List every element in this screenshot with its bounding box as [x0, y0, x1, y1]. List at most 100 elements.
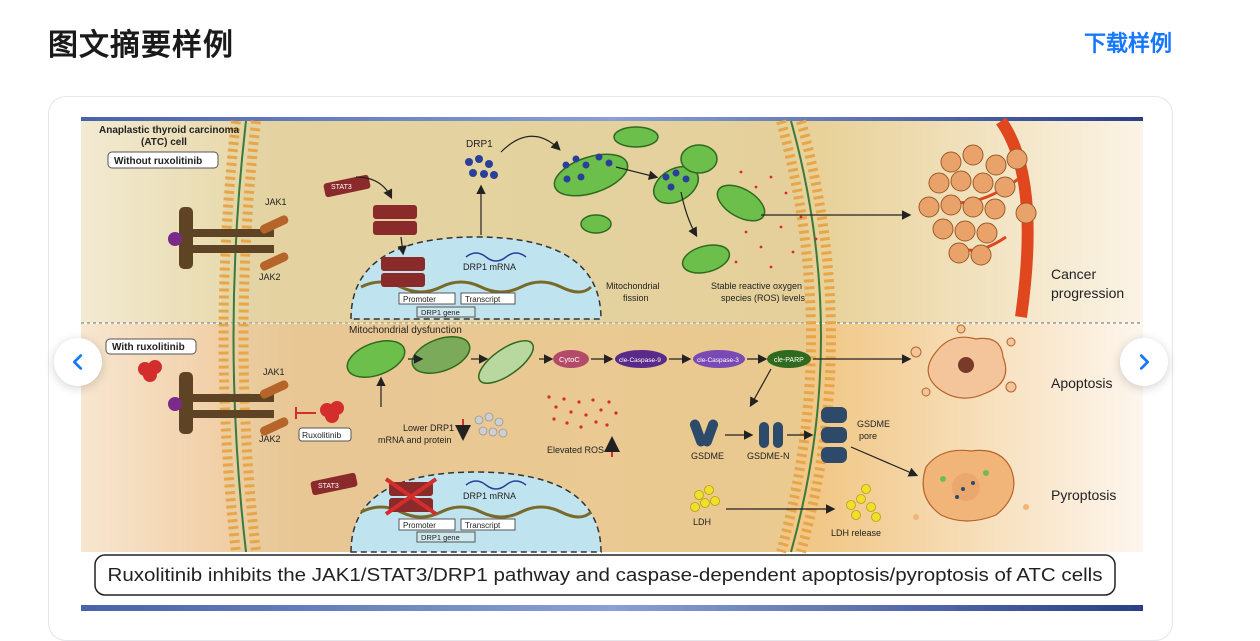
bottom-drp1-mrna-label: DRP1 mRNA [463, 491, 516, 501]
bottom-stat3-label: STAT3 [318, 483, 339, 490]
carousel-prev-button[interactable] [54, 338, 102, 386]
page-title: 图文摘要样例 [48, 28, 234, 63]
top-jak2-label: JAK2 [259, 272, 281, 282]
elevated-ros-label: Elevated ROS [547, 445, 604, 455]
bottom-promoter-box [398, 518, 456, 531]
top-arrow-stat3-nucleus [397, 236, 407, 256]
top-jak-receptor [168, 207, 289, 271]
cytoc-label: CytoC [559, 355, 580, 364]
bottom-mitochondria [346, 336, 535, 384]
chevron-right-icon [1139, 354, 1150, 370]
pyroptotic-cell [913, 449, 1029, 522]
gsdme-pore-line1: GSDME [857, 419, 890, 429]
top-transcript-label: Transcript [465, 295, 501, 304]
bottom-jak2-label: JAK2 [259, 434, 281, 444]
top-drp1-label: DRP1 [466, 139, 493, 150]
casp9-label: cle-Caspase-9 [619, 357, 661, 364]
top-arrow-fission [615, 166, 659, 180]
ldh-release-label: LDH release [831, 528, 881, 538]
cell-label-line1: Anaplastic thyroid carcinoma [99, 125, 239, 136]
right-cell-membrane [776, 119, 836, 554]
ruxolitinib-box [298, 427, 352, 442]
bottom-gene-label: DRP1 gene [421, 533, 460, 542]
top-fission-line1: Mitochondrial [606, 281, 660, 291]
top-stat3-nuclear-a [381, 257, 425, 271]
bottom-promoter-label: Promoter [403, 521, 436, 530]
figure-caption: Ruxolitinib inhibits the JAK1/STAT3/DRP1… [108, 565, 1103, 585]
cancer-progression-line1: Cancer [1051, 266, 1096, 282]
arrow-casp3-gsdme [749, 368, 772, 408]
graphical-abstract-figure: Anaplastic thyroid carcinoma (ATC) cell … [81, 117, 1143, 611]
without-ruxolitinib-box [107, 151, 219, 169]
top-gene-label: DRP1 gene [421, 308, 460, 317]
top-arrow-stat3-dimer [355, 176, 393, 200]
lower-drp1-line1: Lower DRP1 [403, 423, 454, 433]
lower-drp1-line2: mRNA and protein [378, 435, 452, 445]
top-promoter-label: Promoter [403, 295, 436, 304]
gsdme-n-label: GSDME-N [747, 451, 790, 461]
top-drp1-mrna-label: DRP1 mRNA [463, 262, 516, 272]
ruxolitinib-label: Ruxolitinib [302, 430, 341, 440]
left-cell-membrane [218, 120, 261, 553]
ruxolitinib-molecule-icon [138, 360, 162, 382]
elevated-ros-dots [547, 395, 618, 429]
top-gene-box [416, 306, 476, 318]
top-ros-line2: species (ROS) levels [721, 293, 806, 303]
with-ruxolitinib-box [105, 338, 197, 355]
without-ruxolitinib-label: Without ruxolitinib [114, 156, 202, 167]
mito-dysfunction-label: Mitochondrial dysfunction [349, 325, 462, 336]
gsdme-n-protein [759, 422, 783, 448]
apoptotic-cell [910, 324, 1017, 399]
top-stat3-label: STAT3 [331, 184, 352, 191]
carousel-next-button[interactable] [1120, 338, 1168, 386]
top-stat3-nuclear-b [381, 273, 425, 287]
sample-card: Anaplastic thyroid carcinoma (ATC) cell … [48, 96, 1173, 641]
top-fission-line2: fission [623, 293, 649, 303]
top-drp1-protein-cluster [465, 155, 498, 179]
top-stat3-monomer [323, 174, 371, 198]
blocked-cross-b [384, 477, 438, 516]
bottom-stat3-dimer-b [389, 498, 433, 512]
ldh-label: LDH [693, 517, 711, 527]
gsdme-label: GSDME [691, 451, 724, 461]
bottom-drp1-mrna-wave [465, 480, 527, 490]
bottom-transcript-box [460, 518, 516, 531]
gsdme-pore [821, 407, 847, 463]
parp-node [767, 350, 811, 368]
with-ruxolitinib-label: With ruxolitinib [112, 342, 185, 353]
bottom-jak1-label: JAK1 [263, 367, 285, 377]
top-jak1-label: JAK1 [265, 197, 287, 207]
cancer-progression-line2: progression [1051, 285, 1124, 301]
page-header: 图文摘要样例 下载样例 [0, 0, 1260, 80]
bottom-gene-box [416, 531, 476, 543]
ldh-released-molecules [846, 484, 881, 522]
top-drp1-mrna-wave [465, 252, 527, 262]
bottom-transcript-label: Transcript [465, 521, 501, 530]
casp9-node [615, 350, 667, 368]
top-drp1-on-mito [562, 153, 690, 191]
download-sample-link[interactable]: 下载样例 [1083, 32, 1172, 57]
top-transcript-box [460, 292, 516, 305]
faded-drp1-cluster [474, 412, 508, 438]
figure-top-bar [81, 117, 1143, 121]
chevron-left-icon [72, 354, 83, 370]
top-ros-line1: Stable reactive oxygen [711, 281, 802, 291]
arrow-pyroptosis [850, 446, 919, 477]
pyroptosis-label: Pyroptosis [1051, 487, 1116, 503]
gsdme-pore-line2: pore [859, 431, 877, 441]
caption-box [94, 554, 1116, 596]
ruxolitinib-bound-icon [320, 401, 344, 423]
tumor-cells [918, 144, 1037, 266]
cell-interior [221, 121, 811, 552]
top-ros-dots [734, 170, 818, 269]
bottom-jak-receptor [168, 372, 289, 436]
casp3-label: cle-Caspase-3 [697, 357, 739, 364]
cell-label-line2: (ATC) cell [141, 137, 187, 148]
top-arrow-drp1-mito [500, 135, 561, 153]
cytoc-node [553, 350, 589, 368]
top-stat3-dimer-a [373, 205, 417, 219]
top-arrow-fission-2 [680, 191, 698, 238]
ldh-molecules [690, 485, 720, 512]
gsdme-protein [689, 419, 719, 447]
top-stat3-dimer-b [373, 221, 417, 235]
